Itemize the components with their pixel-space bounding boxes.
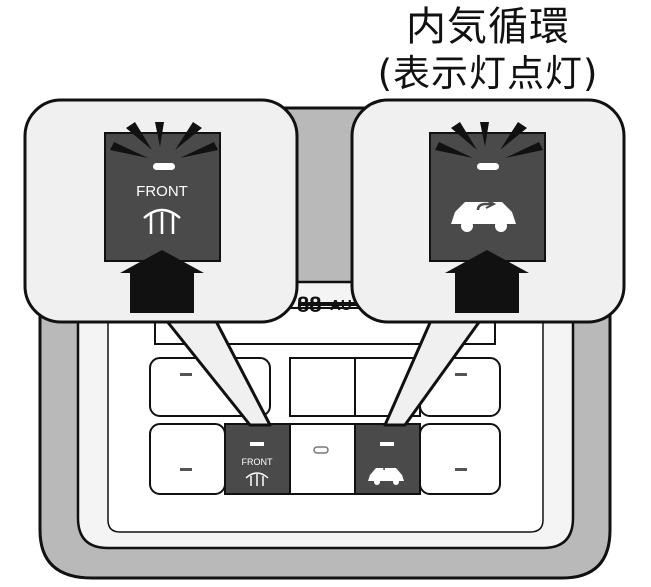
display-partial-text: AU xyxy=(330,297,352,314)
push-arrow-left xyxy=(120,250,204,313)
button-row-bottom xyxy=(149,423,501,495)
panel-recirculation-button[interactable] xyxy=(354,423,421,495)
glow-rays-right xyxy=(435,122,543,158)
recirculation-car-icon xyxy=(451,199,516,232)
panel-front-defroster-button[interactable]: FRONT xyxy=(224,423,291,495)
panel-front-label: FRONT xyxy=(242,457,273,467)
caption-indicator-lit: (表示灯点灯) xyxy=(377,52,599,95)
front-defroster-icon xyxy=(143,208,181,234)
right-callout xyxy=(350,98,626,324)
front-label: FRONT xyxy=(136,183,188,200)
indicator-light xyxy=(153,163,175,170)
caption-recirculation: 内気循環 xyxy=(406,4,570,50)
indicator-light xyxy=(477,163,499,170)
push-arrow-right xyxy=(445,250,529,313)
display-readout: 88 xyxy=(297,292,321,317)
panel-recirculation-icon xyxy=(368,463,404,485)
left-callout: FRONT xyxy=(23,98,299,324)
panel-defroster-icon xyxy=(245,472,269,486)
glow-rays-left xyxy=(110,122,218,158)
